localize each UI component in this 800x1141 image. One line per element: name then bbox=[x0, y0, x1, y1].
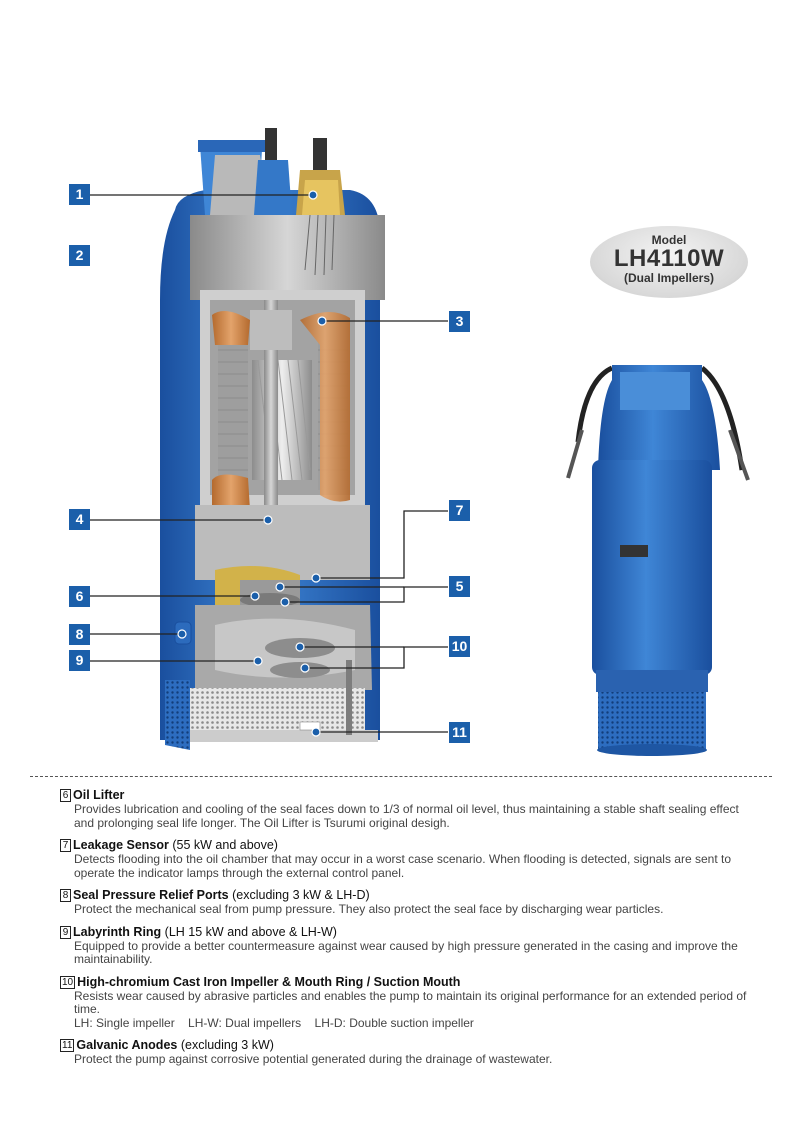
feature-note: (55 kW and above) bbox=[168, 838, 278, 852]
model-badge: Model LH4110W (Dual Impellers) bbox=[590, 226, 748, 298]
callout-10: 10 bbox=[449, 636, 470, 657]
feature-title: Oil Lifter bbox=[73, 788, 125, 802]
callout-7: 7 bbox=[449, 500, 470, 521]
feature-description: Protect the mechanical seal from pump pr… bbox=[74, 902, 664, 916]
feature-title: High-chromium Cast Iron Impeller & Mouth… bbox=[77, 974, 461, 989]
callout-1: 1 bbox=[69, 184, 90, 205]
callout-2: 2 bbox=[69, 245, 90, 266]
feature-note: (LH 15 kW and above & LH-W) bbox=[161, 924, 337, 939]
callout-5: 5 bbox=[449, 576, 470, 597]
callout-6: 6 bbox=[69, 586, 90, 607]
feature-number: 9 bbox=[60, 925, 71, 939]
feature-title: Galvanic Anodes bbox=[76, 1038, 178, 1052]
feature-number: 7 bbox=[60, 839, 71, 852]
model-subtitle: (Dual Impellers) bbox=[623, 271, 715, 285]
feature-number: 8 bbox=[60, 889, 71, 902]
pump-photo bbox=[566, 365, 750, 756]
feature-title: Labyrinth Ring bbox=[73, 924, 162, 939]
callout-4: 4 bbox=[69, 509, 90, 530]
feature-description: Provides lubrication and cooling of the … bbox=[74, 802, 739, 830]
feature-number: 11 bbox=[60, 1039, 75, 1052]
feature-variants: LH: Single impeller LH-W: Dual impellers… bbox=[74, 1015, 474, 1030]
dashed-divider bbox=[30, 776, 772, 777]
callout-11: 11 bbox=[449, 722, 470, 743]
feature-title: Seal Pressure Relief Ports bbox=[73, 888, 229, 902]
feature-note: (excluding 3 kW) bbox=[177, 1038, 274, 1052]
feature-description: Resists wear caused by abrasive particle… bbox=[74, 988, 747, 1016]
feature-number: 6 bbox=[60, 789, 71, 802]
feature-number: 10 bbox=[60, 975, 76, 989]
feature-description: Protect the pump against corrosive poten… bbox=[74, 1052, 553, 1066]
model-label: Model bbox=[651, 233, 687, 247]
model-name: LH4110W bbox=[613, 245, 725, 272]
feature-description: Detects flooding into the oil chamber th… bbox=[74, 852, 732, 880]
callout-3: 3 bbox=[449, 311, 470, 332]
feature-description: Equipped to provide a better countermeas… bbox=[74, 938, 738, 966]
pump-cutaway-illustration bbox=[90, 128, 750, 756]
callout-9: 9 bbox=[69, 650, 90, 671]
callout-8: 8 bbox=[69, 624, 90, 645]
feature-title: Leakage Sensor bbox=[73, 838, 169, 852]
feature-note: (excluding 3 kW & LH-D) bbox=[228, 888, 370, 902]
